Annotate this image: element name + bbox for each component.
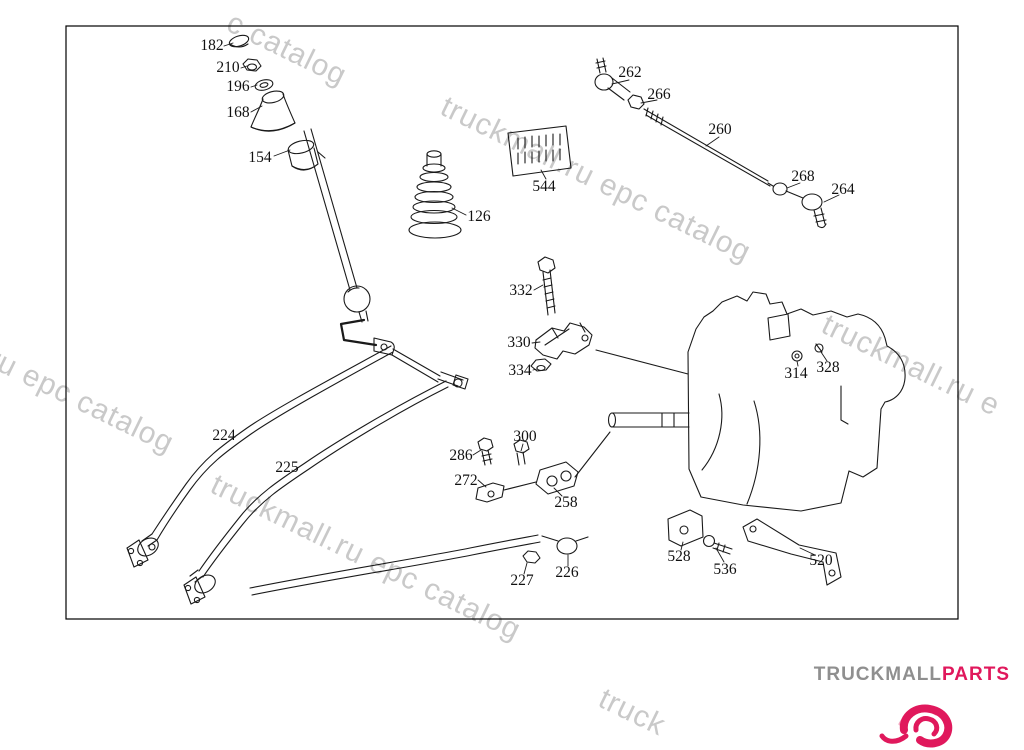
- part-label-544: 544: [532, 178, 556, 195]
- part-label-266: 266: [647, 86, 671, 103]
- part-label-224: 224: [212, 427, 236, 444]
- part-label-196: 196: [226, 78, 250, 95]
- part-label-328: 328: [816, 359, 840, 376]
- part-label-225: 225: [275, 459, 299, 476]
- logo-swirl-icon: [879, 704, 953, 748]
- part-label-260: 260: [708, 121, 732, 138]
- part-label-330: 330: [507, 334, 531, 351]
- part-label-268: 268: [791, 168, 815, 185]
- part-label-226: 226: [555, 564, 579, 581]
- leader-lines: [223, 42, 840, 575]
- part-label-182: 182: [200, 37, 224, 54]
- logo-brand: TRUCKMALL: [813, 664, 943, 685]
- part-label-227: 227: [510, 572, 534, 589]
- part-label-334: 334: [508, 362, 532, 379]
- part-label-262: 262: [618, 64, 642, 81]
- part-label-300: 300: [513, 428, 537, 445]
- part-label-314: 314: [784, 365, 808, 382]
- part-label-520: 520: [809, 552, 833, 569]
- part-label-258: 258: [554, 494, 578, 511]
- logo-text: TRUCKMALLPARTS: [814, 664, 1010, 686]
- part-label-154: 154: [248, 149, 272, 166]
- part-label-210: 210: [216, 59, 240, 76]
- part-label-536: 536: [713, 561, 737, 578]
- part-label-168: 168: [226, 104, 250, 121]
- part-label-264: 264: [831, 181, 855, 198]
- part-label-528: 528: [667, 548, 691, 565]
- logo-suffix: PARTS: [942, 664, 1010, 685]
- part-label-332: 332: [509, 282, 533, 299]
- part-label-126: 126: [467, 208, 491, 225]
- diagram-border: [65, 25, 959, 620]
- part-label-272: 272: [454, 472, 478, 489]
- truckmall-logo: TRUCKMALLPARTS: [814, 656, 1018, 748]
- part-label-286: 286: [449, 447, 473, 464]
